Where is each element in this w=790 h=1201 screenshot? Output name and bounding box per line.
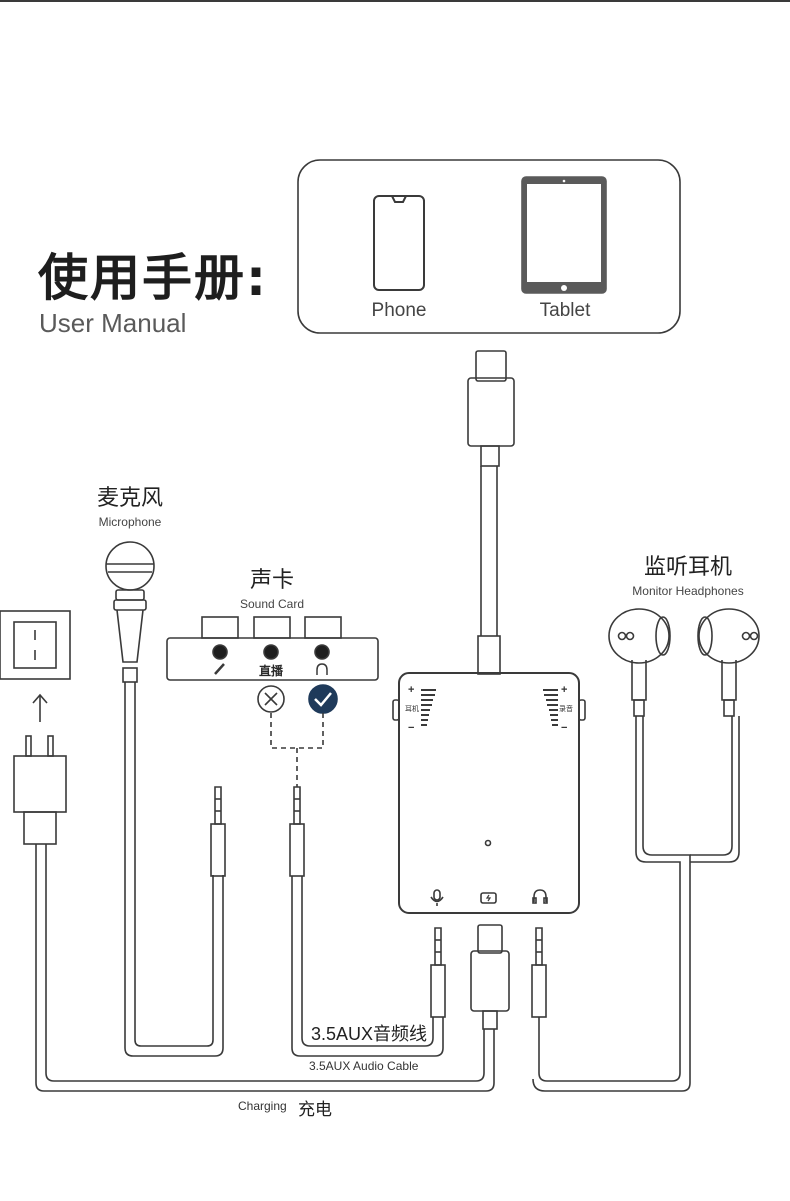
sound-card-jack	[289, 786, 305, 877]
charging-cable-inner	[45, 844, 485, 1082]
sound-card-live-port-label: 直播	[258, 664, 283, 678]
adapter-headphone-jack	[531, 927, 547, 1018]
phone-icon	[373, 195, 425, 291]
right-earbud-icon	[697, 608, 760, 717]
microphone-cable	[124, 682, 224, 1057]
charging-label-cn: 充电	[298, 1100, 332, 1119]
page-title-cn: 使用手册:	[38, 249, 268, 307]
microphone-icon	[105, 541, 155, 683]
sound-card-label-en: Sound Card	[239, 597, 305, 611]
top-border-line	[0, 0, 790, 2]
sound-card-headphone-symbol-icon	[316, 663, 328, 675]
aux-cable-label-en: 3.5AUX Audio Cable	[309, 1059, 419, 1073]
device-box	[297, 159, 681, 334]
microphone-label: 麦克风 Microphone	[70, 480, 190, 529]
adapter-headphone-port-icon	[532, 889, 548, 904]
microphone-cable-inner	[134, 682, 214, 1047]
microphone-jack	[210, 786, 226, 877]
dashed-connector	[270, 713, 324, 749]
adapter-left-level-label: 耳机	[405, 706, 419, 713]
aux-cable	[291, 876, 444, 1057]
aux-cable-inner	[301, 876, 434, 1047]
headphone-cable	[538, 716, 681, 1082]
microphone-label-en: Microphone	[98, 515, 162, 529]
adapter-left-plus: +	[408, 684, 415, 696]
sound-card-box	[166, 616, 379, 681]
adapter-charge-port-icon	[480, 892, 497, 904]
wall-outlet-icon	[0, 610, 71, 680]
charging-label-en: Charging	[238, 1099, 287, 1113]
sound-card-label-cn: 声卡	[249, 567, 294, 592]
page-title-en: User Manual	[39, 308, 187, 338]
adapter-right-plus: +	[561, 684, 568, 696]
accept-check-icon	[308, 684, 338, 714]
headphones-label-cn: 监听耳机	[643, 554, 732, 579]
audio-adapter-box	[392, 672, 586, 914]
tablet-icon	[521, 176, 607, 294]
adapter-right-minus: −	[561, 722, 568, 734]
up-arrow-icon	[32, 693, 48, 722]
adapter-mic-jack	[430, 927, 446, 1018]
microphone-label-cn: 麦克风	[96, 485, 163, 510]
adapter-right-level-label: 录音	[559, 706, 573, 713]
adapter-mic-port-icon	[430, 889, 444, 906]
power-plug-icon	[13, 735, 67, 845]
sound-card-mic-symbol-icon	[214, 663, 225, 675]
tablet-label: Tablet	[539, 300, 591, 321]
charging-cable	[35, 844, 495, 1092]
phone-label: Phone	[371, 300, 427, 321]
headphones-label: 监听耳机 Monitor Headphones	[608, 549, 768, 598]
reject-x-icon	[257, 685, 285, 713]
adapter-usb-c-charge-plug	[470, 924, 510, 1030]
headphones-label-en: Monitor Headphones	[632, 584, 744, 598]
left-earbud-icon	[608, 608, 671, 717]
usb-c-plug-top	[467, 350, 515, 675]
aux-cable-label-cn: 3.5AUX音频线	[311, 1024, 428, 1044]
adapter-left-minus: −	[408, 722, 415, 734]
sound-card-label: 声卡 Sound Card	[212, 562, 332, 611]
